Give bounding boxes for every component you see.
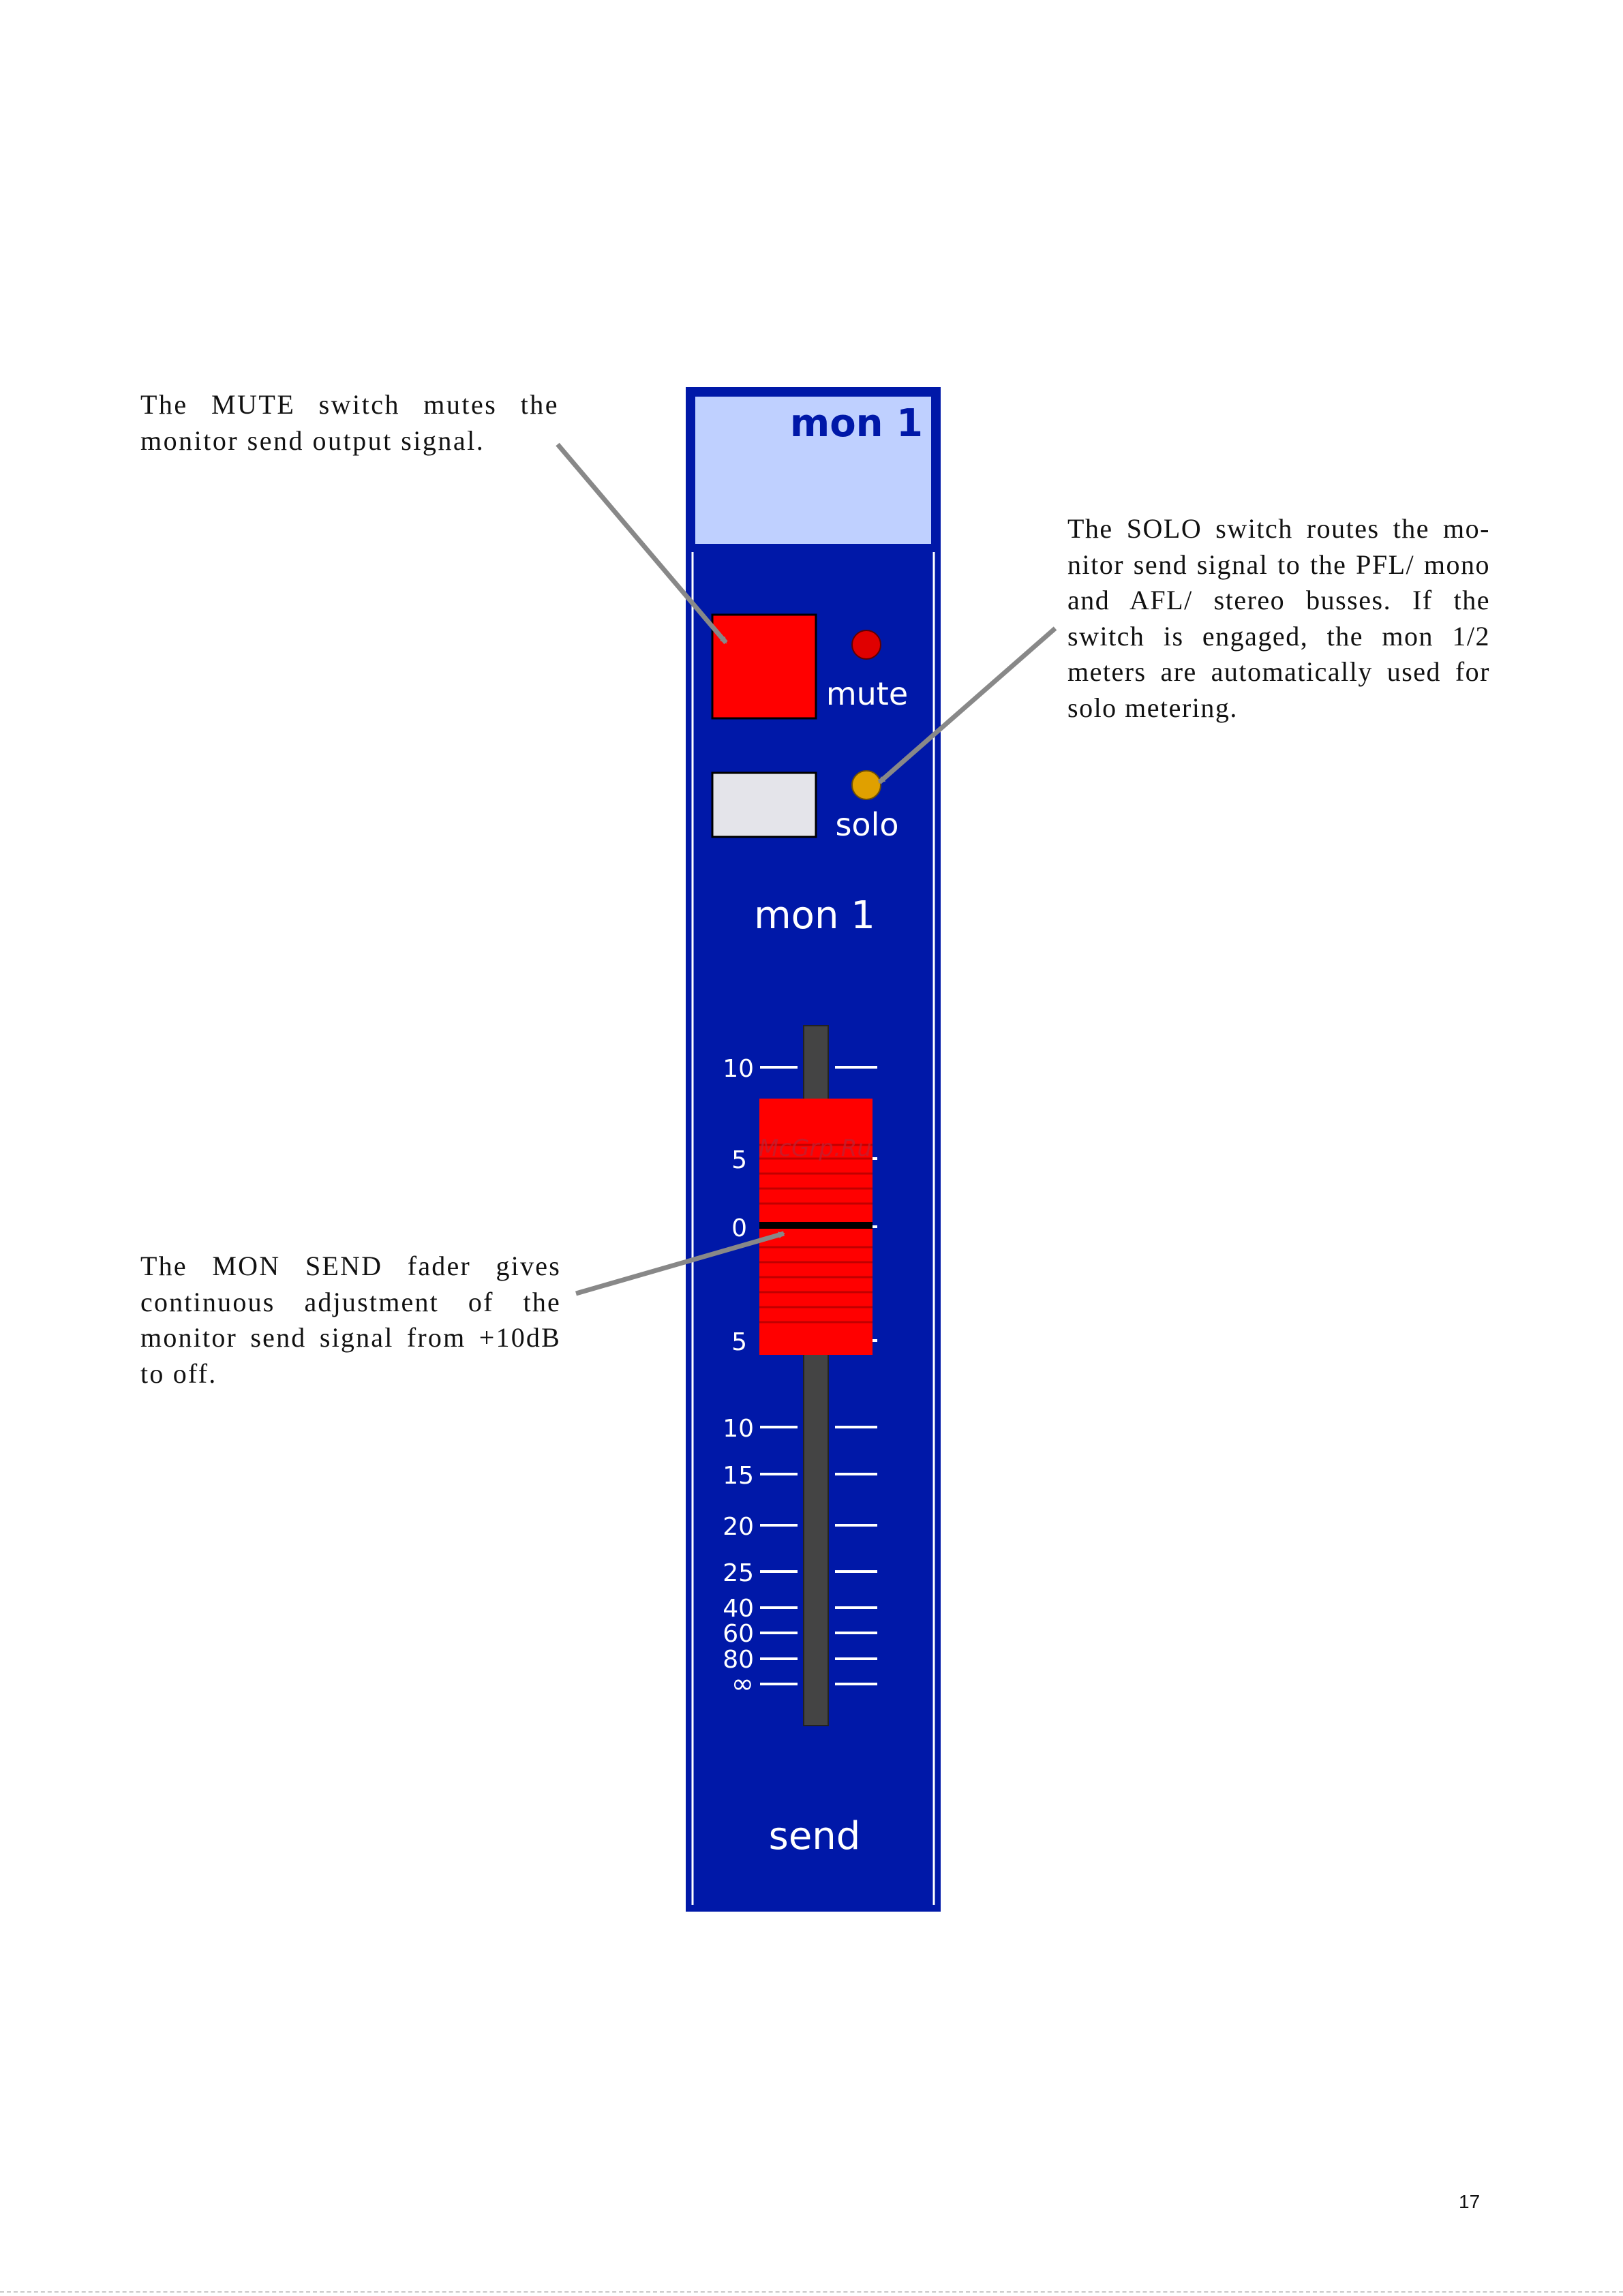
scale-label-infinity: ∞ — [731, 1668, 754, 1700]
scale-label-80: 80 — [723, 1646, 754, 1674]
fader-callout-text: The MON SEND fader gives continuous adju… — [140, 1251, 561, 1389]
scale-label-10: 10 — [723, 1415, 754, 1443]
scale-label-60: 60 — [723, 1620, 754, 1648]
scale-label-40: 40 — [723, 1595, 754, 1623]
strip-header-label: mon 1 — [790, 401, 923, 446]
solo-label: solo — [835, 806, 898, 843]
solo-callout-text: The SOLO switch routes the mo-nitor send… — [1067, 513, 1490, 723]
watermark-text: McGrp.Ru — [759, 1135, 872, 1162]
scale-label-5: 5 — [731, 1328, 747, 1356]
scale-label-15: 15 — [723, 1462, 754, 1490]
mute-callout-text: The MUTE switch mutes the monitor send o… — [140, 389, 559, 456]
mute-label: mute — [826, 675, 908, 712]
scale-label-20: 20 — [723, 1513, 754, 1541]
fader-knob[interactable] — [759, 1099, 873, 1355]
fader-knob-indicator-line — [759, 1222, 873, 1229]
solo-button[interactable] — [711, 771, 817, 838]
fader-callout-arrow — [575, 1231, 785, 1296]
mute-button[interactable] — [711, 613, 817, 720]
mute-callout-arrow — [556, 442, 728, 645]
scale-label-0: 0 — [731, 1214, 747, 1242]
strip-header — [695, 397, 931, 544]
fader-knob-grip-lines — [759, 1144, 873, 1323]
channel-label: mon 1 — [754, 893, 875, 938]
scale-label-25: 25 — [723, 1559, 754, 1587]
page-number: 17 — [1459, 2191, 1481, 2212]
send-label: send — [769, 1814, 861, 1858]
scale-label-5-top: 5 — [731, 1146, 747, 1174]
scale-label-10-top: 10 — [723, 1055, 754, 1083]
solo-callout-arrow — [877, 626, 1057, 784]
mute-led-icon — [851, 630, 881, 660]
solo-led-icon — [851, 770, 881, 800]
bottom-divider — [0, 2291, 1623, 2293]
